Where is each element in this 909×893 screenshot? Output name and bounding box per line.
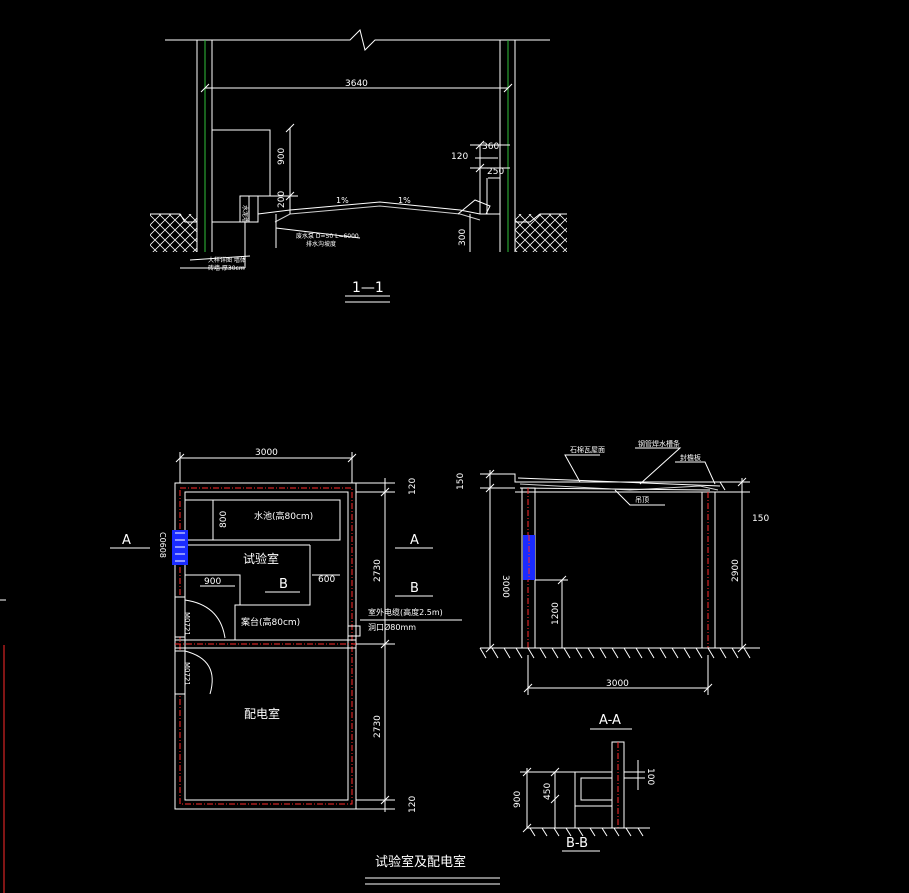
- cable-note-2: 洞口Ø80mm: [368, 622, 416, 632]
- aa-dim-1200: 1200: [551, 602, 561, 625]
- slope-right: 1%: [398, 196, 411, 205]
- dim-250: 250: [487, 167, 504, 177]
- section-b-b-title: B-B: [566, 836, 588, 851]
- bb-dim-900: 900: [513, 791, 523, 808]
- section-a-a: [479, 447, 760, 730]
- plan-dim-2730-lower: 2730: [373, 715, 383, 738]
- room-test: 试验室: [243, 551, 279, 566]
- wall-label: 水泥墙: [241, 205, 249, 223]
- door-code-lower: M0721: [183, 662, 191, 686]
- section-1-1-title: 1—1: [352, 280, 384, 296]
- dim-360: 360: [482, 142, 499, 152]
- section-b-b: [520, 741, 650, 852]
- dim-3640: 3640: [345, 79, 368, 89]
- floor-plan: [110, 452, 500, 885]
- bb-dim-100: 100: [645, 768, 655, 785]
- dim-900: 900: [277, 148, 287, 165]
- slope-left: 1%: [336, 196, 349, 205]
- plan-dim-120-top: 120: [408, 478, 418, 495]
- note-pipe-2: 排水沟坡度: [306, 240, 336, 248]
- dim-300: 300: [458, 229, 468, 246]
- section-a-a-title: A-A: [599, 713, 621, 728]
- section-mark-a-right: A: [410, 533, 419, 548]
- cable-note-1: 室外电缆(高度2.5m): [368, 607, 443, 617]
- plan-dim-900: 900: [204, 577, 221, 587]
- aa-dim-2900: 2900: [731, 559, 741, 582]
- label-roof-3: 封檐板: [680, 453, 701, 462]
- label-roof-1: 石棉瓦屋面: [570, 445, 605, 454]
- note-bottom-2: 砖墙 厚30cm: [208, 264, 245, 272]
- note-pipe: 废水泵 D=50 L=6000: [296, 232, 359, 240]
- plan-dim-120-bottom: 120: [408, 796, 418, 813]
- plan-title: 试验室及配电室: [375, 854, 466, 870]
- plan-dim-2730-upper: 2730: [373, 559, 383, 582]
- section-mark-a-left: A: [122, 533, 131, 548]
- plan-dim-800: 800: [219, 511, 229, 528]
- bb-dim-450: 450: [543, 783, 553, 800]
- aa-dim-150-left: 150: [456, 473, 466, 490]
- door-code-upper: M0721: [183, 612, 191, 636]
- note-bottom-1: 大样详图 墙体: [208, 256, 246, 264]
- break-line: [165, 29, 550, 51]
- aa-dim-3000-height: 3000: [500, 575, 510, 598]
- dim-120: 120: [451, 152, 468, 162]
- bench-label: 案台(高80cm): [241, 616, 300, 628]
- section-mark-b-center: B: [279, 577, 288, 592]
- dim-200: 200: [277, 191, 287, 208]
- label-purlin: 吊顶: [635, 496, 649, 504]
- plan-dim-600: 600: [318, 575, 335, 585]
- section-1-1: [150, 29, 567, 303]
- aa-dim-3000-width: 3000: [606, 679, 629, 689]
- room-power: 配电室: [244, 706, 280, 721]
- window-code: C0608: [158, 532, 167, 558]
- aa-dim-150-right: 150: [752, 514, 769, 524]
- plan-dim-3000: 3000: [255, 448, 278, 458]
- label-roof-2: 钢管焊水槽条: [638, 439, 680, 448]
- section-mark-b-right: B: [410, 581, 419, 596]
- sink-label: 水池(高80cm): [254, 510, 313, 522]
